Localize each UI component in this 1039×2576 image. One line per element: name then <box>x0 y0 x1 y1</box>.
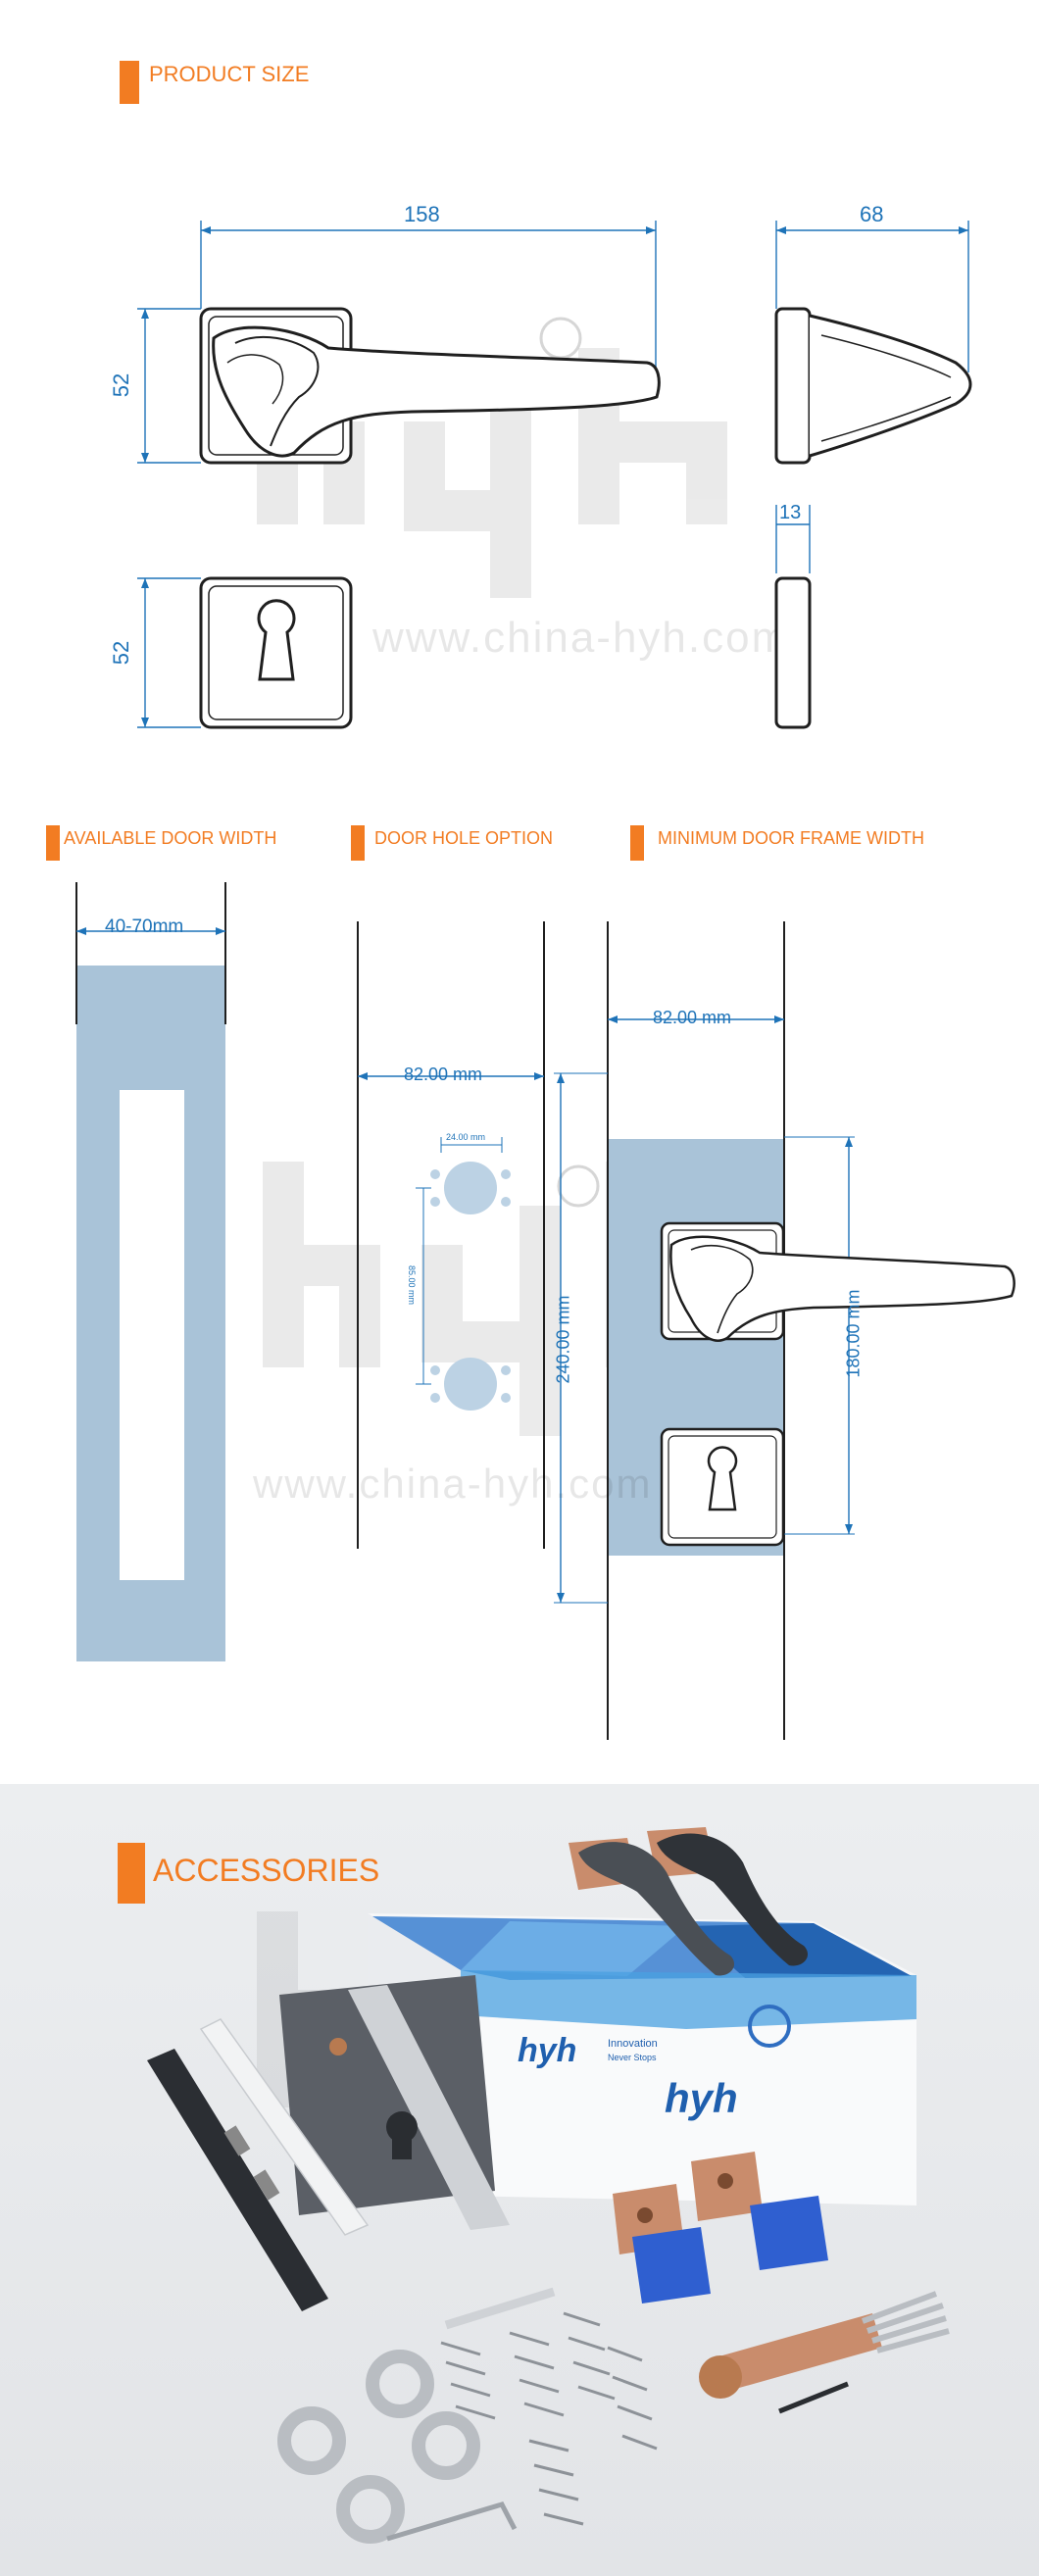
product-size-drawing: www.china-hyh.com <box>137 221 972 729</box>
available-door-width-title: AVAILABLE DOOR WIDTH <box>46 825 276 861</box>
title-accent-bar <box>630 825 644 861</box>
handle-front-view <box>199 307 661 465</box>
escutcheon-height-label: 52 <box>109 640 134 666</box>
box-slogan-line2: Never Stops <box>608 2053 657 2062</box>
watermark-url: www.china-hyh.com <box>252 1461 652 1507</box>
watermark-plus-icon <box>557 1164 600 1208</box>
rose-height-label: 52 <box>109 372 134 398</box>
handle-depth-label: 68 <box>860 202 884 226</box>
mortise-lock <box>279 1975 510 2230</box>
box-brand-side: hyh <box>518 2032 576 2069</box>
spindle-hole <box>444 1358 497 1411</box>
accessories-title: ACCESSORIES <box>118 1843 379 1904</box>
rosette-rings <box>277 2350 480 2544</box>
minimum-door-frame-width-title: MINIMUM DOOR FRAME WIDTH <box>630 825 924 861</box>
door-frame-diagram <box>554 921 1015 1740</box>
escutcheon-set <box>613 2152 828 2304</box>
faceplates <box>147 2018 370 2311</box>
escutcheon-front-view <box>199 576 353 729</box>
hole-backset-label: 82.00 mm <box>404 1065 483 1084</box>
watermark-plus-icon <box>539 317 582 360</box>
spindle-bar <box>444 2287 556 2330</box>
frame-escutcheon <box>660 1427 785 1547</box>
accessories-label: ACCESSORIES <box>153 1852 380 1888</box>
rose-thickness-label: 13 <box>779 502 802 523</box>
accessories-section: ACCESSORIES hyh Innovation Never Stops h… <box>0 1784 1039 2576</box>
product-size-title: PRODUCT SIZE <box>120 61 309 104</box>
escutcheon-side-view <box>774 576 812 729</box>
product-size-label: PRODUCT SIZE <box>149 62 310 86</box>
handle-spacing-label: 180.00 mm <box>843 1289 864 1378</box>
box-logo-icon <box>748 2005 791 2048</box>
euro-cylinder <box>699 2291 950 2414</box>
door-width-range-label: 40-70mm <box>105 916 184 937</box>
box-slogan-line1: Innovation <box>608 2038 658 2050</box>
lock-height-label: 240.00 mm <box>553 1295 573 1384</box>
title-accent-bar <box>351 825 365 861</box>
hole-vertical-spacing-label: 85.00 mm <box>407 1264 418 1306</box>
title-accent-bar <box>46 825 60 861</box>
available-door-width-label: AVAILABLE DOOR WIDTH <box>64 827 277 848</box>
title-accent-bar <box>118 1843 145 1904</box>
hole-spacing-label: 24.00 mm <box>446 1132 486 1142</box>
lever-handles <box>569 1827 809 1976</box>
minimum-door-frame-width-label: MINIMUM DOOR FRAME WIDTH <box>658 827 924 848</box>
spindle-hole <box>444 1162 497 1214</box>
door-hole-option-label: DOOR HOLE OPTION <box>374 827 554 848</box>
door-hole-option-title: DOOR HOLE OPTION <box>351 825 553 861</box>
door-hole-diagram <box>357 921 545 1549</box>
box-brand-front: hyh <box>665 2075 738 2121</box>
frame-handle <box>660 1221 1015 1342</box>
allen-key <box>386 2502 518 2542</box>
handle-side-view <box>774 307 972 465</box>
packaging-box: hyh Innovation Never Stops hyh <box>368 1913 916 2205</box>
title-accent-bar <box>120 61 139 104</box>
door-width-diagram <box>75 882 226 1661</box>
accessories-illustration: hyh Innovation Never Stops hyh <box>147 1827 950 2544</box>
frame-backset-label: 82.00 mm <box>653 1008 732 1027</box>
handle-length-label: 158 <box>404 202 440 226</box>
watermark-url: www.china-hyh.com <box>371 614 789 662</box>
door-diagrams: www.china-hyh.com <box>75 882 1015 1740</box>
screws <box>440 2311 658 2526</box>
